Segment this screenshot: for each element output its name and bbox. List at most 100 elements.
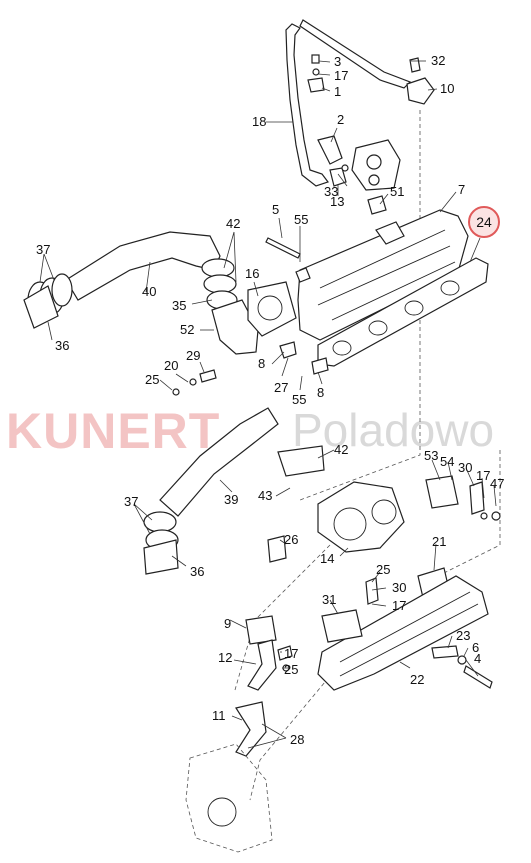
part-label-23: 23 [456,628,470,643]
hose-36-upper [23,285,59,329]
part-label-20: 20 [164,358,178,373]
part-label-28: 28 [290,732,304,747]
part-label-29: 29 [186,348,200,363]
part-label-36: 36 [190,564,204,579]
banjo-bolt [409,57,421,73]
watermark-site: Poladowo [292,404,494,456]
part-label-35: 35 [172,298,186,313]
watermark-brand: KUNERT [6,403,220,459]
flange-16-bore [257,295,283,321]
fitting-8-left [279,341,297,359]
leader-lines [39,60,497,749]
part-label-32: 32 [431,53,445,68]
part-label-8: 8 [258,356,265,371]
part-label-25: 25 [145,372,159,387]
washer-6 [457,655,467,665]
turbo-compressor [333,507,367,541]
connector-43 [277,445,325,477]
highlight-leader [469,237,481,263]
part-label-7: 7 [458,182,465,197]
engine-block-outline [185,743,273,853]
elbow-ribs [339,591,479,677]
part-label-27: 27 [274,380,288,395]
part-label-53: 53 [424,448,438,463]
gasket-9 [245,615,277,645]
gasket-31 [321,609,363,643]
washer-17-right [480,512,488,520]
nut-25 [172,388,180,396]
part-label-6: 6 [472,640,479,655]
part-label-22: 22 [410,672,424,687]
part-label-37: 37 [36,242,50,257]
part-label-16: 16 [245,266,259,281]
hose-36-lower [143,539,179,575]
drain-hose-11 [235,701,267,757]
part-label-39: 39 [224,492,238,507]
part-label-30: 30 [458,460,472,475]
part-label-21: 21 [432,534,446,549]
part-label-33: 33 [324,184,338,199]
part-label-40: 40 [142,284,156,299]
part-label-55: 55 [292,392,306,407]
manifold-ribs [317,229,456,321]
fitting-17-low [277,645,293,661]
nut-47 [491,511,501,521]
part-label-26: 26 [284,532,298,547]
housing-port-a [366,154,382,170]
exhaust-elbow-22 [317,575,489,691]
part-label-31: 31 [322,592,336,607]
stud-30 [469,481,485,515]
part-label-47: 47 [490,476,504,491]
part-label-2: 2 [337,112,344,127]
dowel-23 [431,645,459,659]
turbo-turbine [371,499,397,525]
banjo-fitting [406,77,435,105]
part-label-42: 42 [226,216,240,231]
sensor-2 [317,135,343,165]
highlight-circle [468,206,500,238]
turbocharger [317,481,405,553]
flange-16 [247,281,297,337]
fitting-bolt-3 [311,54,320,64]
oil-pipe [285,23,329,187]
stud-5 [265,237,301,259]
washer-20 [189,378,197,386]
part-label-13: 13 [330,194,344,209]
part-label-8: 8 [317,385,324,400]
fitting-1 [307,77,325,93]
manifold-boss [375,221,405,245]
housing-port-b [368,174,380,186]
part-label-17: 17 [334,68,348,83]
part-label-9: 9 [224,616,231,631]
bolt-55 [295,267,311,283]
part-label-17: 17 [392,598,406,613]
part-label-17: 17 [476,468,490,483]
part-label-55: 55 [294,212,308,227]
part-label-5: 5 [272,202,279,217]
part-label-36: 36 [55,338,69,353]
part-label-1: 1 [334,84,341,99]
hose-52 [211,299,259,355]
part-label-37: 37 [124,494,138,509]
part-label-17: 17 [284,646,298,661]
part-label-54: 54 [440,454,454,469]
part-label-25: 25 [284,662,298,677]
part-label-42: 42 [334,442,348,457]
part-label-30: 30 [392,580,406,595]
alignment-line-right [429,450,501,581]
fitting-13 [329,167,347,187]
gasket-53 [425,475,459,509]
fitting-33 [341,164,349,172]
part-label-3: 3 [334,54,341,69]
engine-block-port [207,797,237,827]
clamps-42-35 [201,258,238,310]
bolt-4 [463,665,493,689]
part-label-12: 12 [218,650,232,665]
part-label-11: 11 [212,708,226,723]
drain-pipe-12 [247,639,277,691]
part-label-18: 18 [252,114,266,129]
fitting-8-right [311,357,329,375]
